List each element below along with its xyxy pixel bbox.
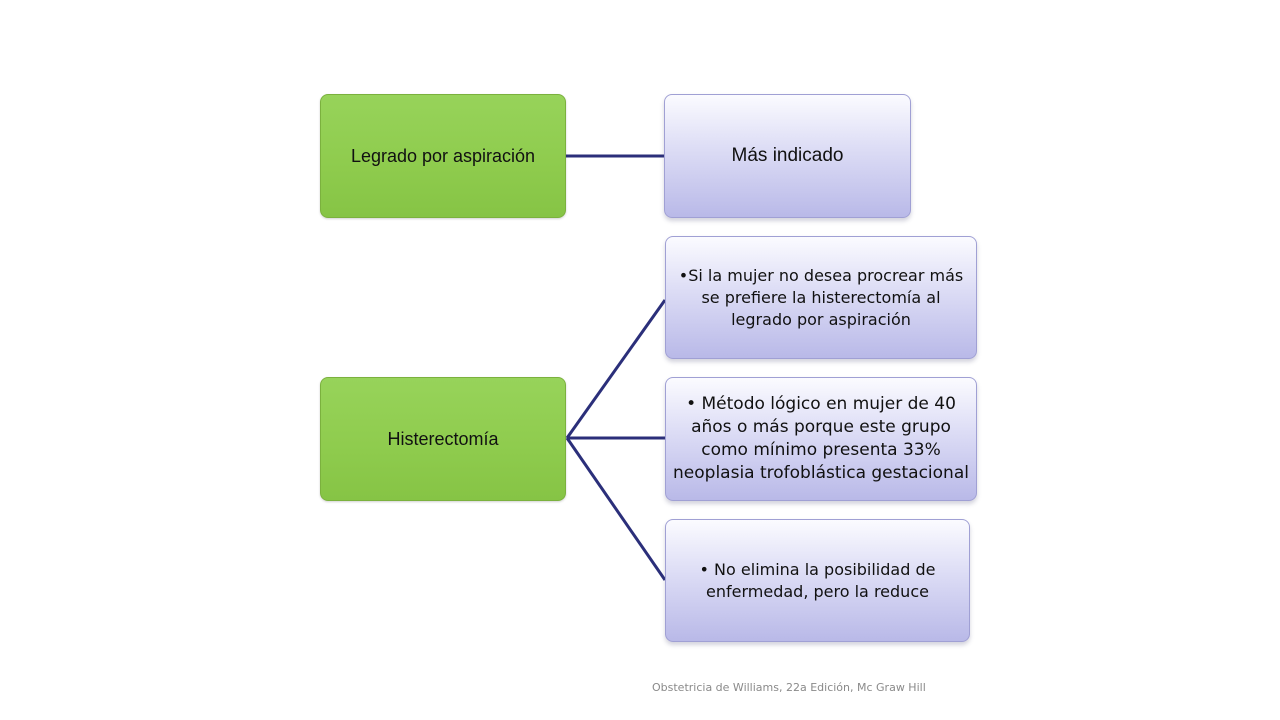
source-citation: Obstetricia de Williams, 22a Edición, Mc…: [652, 681, 926, 694]
item-1-text: •Si la mujer no desea procrear más se pr…: [678, 265, 964, 329]
histerectomia-label: Histerectomía: [387, 428, 499, 449]
connector-histerectomia-to-item-1: [565, 299, 667, 439]
legrado-label: Legrado por aspiración: [350, 145, 536, 166]
mas-indicado-label: Más indicado: [731, 145, 844, 166]
item-3-node: • No elimina la posibilidad de enfermeda…: [665, 519, 970, 642]
item-2-text: • Método lógico en mujer de 40 años o má…: [673, 394, 969, 483]
connector-histerectomia-to-item-3: [565, 437, 667, 581]
legrado-node: Legrado por aspiración: [320, 94, 566, 218]
item-2-node: • Método lógico en mujer de 40 años o má…: [665, 377, 977, 501]
mas-indicado-node: Más indicado: [664, 94, 911, 218]
histerectomia-node: Histerectomía: [320, 377, 566, 501]
item-1-node: •Si la mujer no desea procrear más se pr…: [665, 236, 977, 359]
item-3-text: • No elimina la posibilidad de enfermeda…: [699, 559, 936, 601]
